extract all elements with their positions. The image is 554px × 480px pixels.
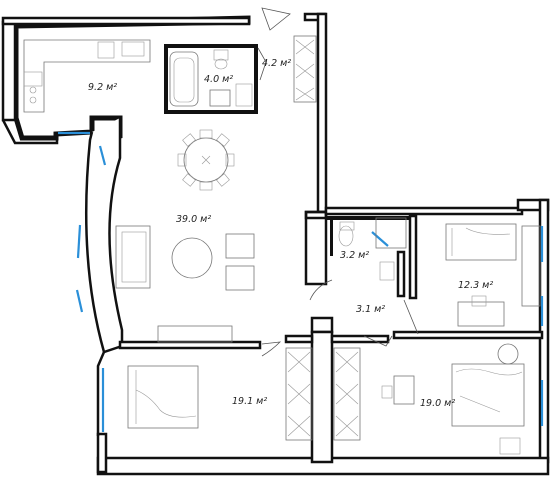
windows	[58, 131, 544, 432]
wardrobe-top	[293, 35, 317, 103]
bedroom-left-furniture	[127, 347, 313, 441]
bedroom-right-furniture	[333, 343, 525, 455]
wc-fixtures	[338, 217, 407, 281]
room-area-bedroom-small: 12.3 м²	[458, 280, 493, 291]
room-area-corridor: 3.1 м²	[356, 304, 385, 315]
entry-door	[257, 7, 291, 81]
dining-table	[177, 129, 235, 191]
interior-walls	[118, 44, 544, 464]
room-labels: 9.2 м² 4.0 м² 4.2 м² 39.0 м² 3.2 м² 3.1 …	[88, 58, 493, 409]
kitchen-counter	[23, 39, 151, 113]
room-area-living: 39.0 м²	[176, 214, 211, 225]
room-area-bedroom-left: 19.1 м²	[232, 396, 267, 407]
bathroom-fixtures	[169, 49, 253, 107]
room-area-hall-closet: 4.2 м²	[262, 58, 291, 69]
room-area-wc: 3.2 м²	[340, 250, 369, 261]
interior-doors	[261, 279, 419, 357]
room-area-bedroom-right: 19.0 м²	[420, 398, 455, 409]
room-area-bathroom: 4.0 м²	[204, 74, 233, 85]
room-area-kitchen: 9.2 м²	[88, 82, 117, 93]
living-furniture	[115, 225, 255, 343]
bedroom-small-furniture	[445, 223, 541, 327]
outer-walls	[1, 12, 550, 476]
